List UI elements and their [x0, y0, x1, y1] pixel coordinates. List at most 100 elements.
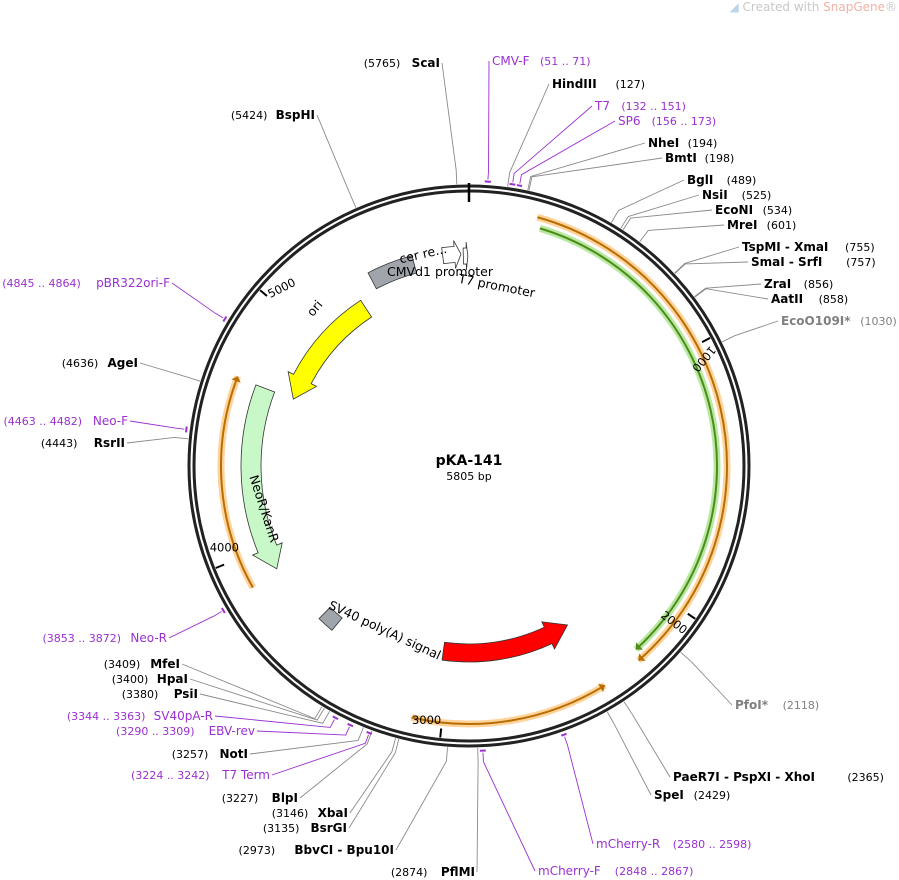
enzyme-blpi: BlpI(3227)	[222, 791, 298, 805]
enzyme-name: ScaI	[412, 56, 440, 70]
enzyme-pfoi-: PfoI*(2118)	[735, 698, 819, 712]
enzyme-name: EcoNI	[715, 203, 753, 217]
plasmid-name: pKA-141	[436, 453, 503, 469]
line-mfei	[181, 663, 323, 720]
enzyme-hpai: HpaI (3400)	[112, 672, 188, 686]
enzyme-name: BmtI	[665, 151, 697, 165]
enzyme-ecoo109i-: EcoO109I* (1030)	[781, 314, 897, 328]
feature-ori	[287, 299, 373, 400]
primer-line-ebv-rev	[256, 726, 350, 736]
enzyme-position: (601)	[767, 219, 797, 232]
enzyme-name: SmaI - SrfI	[751, 255, 822, 269]
enzyme-name: NheI	[648, 136, 679, 150]
line-psii	[199, 693, 331, 724]
watermark-prefix: Created with	[742, 0, 824, 14]
enzyme-name: PfoI*	[735, 698, 769, 712]
enzyme-position: (1030)	[860, 315, 897, 328]
line-noti	[249, 727, 364, 755]
feature-label-mch: mCherry	[473, 663, 530, 689]
enzyme-position: (525)	[742, 189, 772, 202]
enzyme-name: EcoO109I*	[781, 314, 851, 328]
primer-name: mCherry-R	[596, 837, 660, 851]
primer-line-sp6	[519, 120, 616, 184]
orf-green-arrowhead	[635, 642, 643, 650]
line-tspmi-xmai	[674, 246, 740, 274]
enzyme-position: (856)	[804, 278, 834, 291]
enzyme-name: XbaI	[318, 806, 348, 820]
primer-name: Neo-F	[93, 414, 128, 428]
line-spei	[606, 711, 652, 796]
enzyme-position: (4443)	[41, 437, 78, 450]
enzyme-smai-srfi: SmaI - SrfI(757)	[751, 255, 876, 269]
line-bbvci-bpu10i	[395, 747, 448, 851]
line-zrai	[694, 283, 762, 297]
line-paer7i-pspxi-xhoi	[623, 701, 671, 778]
enzyme-econi: EcoNI (534)	[715, 203, 792, 217]
feature-cer	[367, 255, 418, 290]
primer-bar-neo-r	[221, 607, 226, 614]
primer-name: pBR322ori-F	[96, 276, 170, 290]
enzyme-position: (534)	[763, 204, 793, 217]
line-nsii	[620, 194, 700, 229]
enzyme-name: MreI	[727, 218, 757, 232]
line-aatii	[694, 288, 769, 300]
watermark-reg: ®	[885, 0, 897, 14]
enzyme-name: MfeI	[150, 657, 180, 671]
primer-bar-ebv-rev	[347, 722, 354, 728]
primer-range: (132 .. 151)	[621, 100, 686, 113]
feature-neo	[240, 384, 283, 570]
tick-label-4000: 4000	[210, 540, 239, 554]
enzyme-position: (3257)	[172, 748, 209, 761]
enzyme-name: PsiI	[174, 687, 198, 701]
enzyme-agei: AgeI(4636)	[62, 356, 138, 370]
enzyme-position: (858)	[819, 293, 849, 306]
enzyme-hindiii: HindIII(127)	[552, 77, 645, 91]
line-bmti	[528, 157, 663, 191]
line-hindiii	[507, 83, 550, 187]
line-rsrii	[126, 436, 189, 444]
primer-bar-term	[366, 731, 373, 735]
primer-line-mcherry-r	[564, 736, 594, 845]
primer-name: T7 Term	[221, 768, 270, 782]
primer-range: (3290 .. 3309)	[116, 725, 195, 738]
feature-label-t7p: T7 promoter	[456, 271, 537, 301]
tick-3000	[439, 728, 443, 738]
primer-sp6: SP6(156 .. 173)	[618, 114, 716, 128]
enzyme-name: BbvCI - Bpu10I	[294, 843, 394, 857]
feature-label-cer: cer re...	[398, 241, 448, 266]
enzyme-name: HindIII	[552, 77, 597, 91]
enzyme-xbai: XbaI(3146)	[272, 806, 348, 820]
enzyme-name: HpaI	[157, 672, 188, 686]
enzyme-bmti: BmtI(198)	[665, 151, 734, 165]
line-smai-srfi	[674, 261, 749, 274]
orf-orange-bottom-line	[411, 684, 606, 725]
enzyme-nhei: NheI(194)	[648, 136, 717, 150]
line-xbai	[349, 738, 396, 814]
primer-line-pbr322ori-f	[171, 282, 224, 319]
tick-5000	[259, 289, 268, 297]
enzyme-bbvci-bpu10i: BbvCI - Bpu10I(2973)	[239, 843, 394, 857]
feature-t7p	[462, 241, 469, 271]
orf-orange-left-arrowhead	[231, 376, 241, 383]
orf-orange-outer-arrowhead	[638, 653, 646, 661]
enzyme-rsrii: RsrII(4443)	[41, 436, 125, 450]
primer-bar-neo-f	[184, 426, 188, 433]
enzyme-name: BglI	[687, 173, 713, 187]
enzyme-name: PaeR7I - PspXI - XhoI	[673, 770, 815, 784]
enzyme-position: (489)	[727, 174, 757, 187]
primer-range: (4463 .. 4482)	[3, 415, 82, 428]
enzyme-mrei: MreI (601)	[727, 218, 796, 232]
feature-mch	[441, 621, 569, 663]
tick-2000	[687, 612, 696, 620]
line-blpi	[299, 730, 373, 799]
enzyme-position: (3400)	[112, 673, 149, 686]
enzyme-position: (2429)	[694, 789, 731, 802]
primer-sv40pa-r: SV40pA-R(3344 .. 3363)	[67, 709, 213, 723]
enzyme-name: AgeI	[108, 356, 138, 370]
line-bgli	[610, 179, 685, 223]
enzyme-name: SpeI	[654, 788, 684, 802]
feature-cmv	[441, 240, 462, 269]
line-scai	[441, 62, 458, 185]
enzyme-bgli: BglI (489)	[687, 173, 756, 187]
enzyme-position: (3135)	[263, 822, 300, 835]
